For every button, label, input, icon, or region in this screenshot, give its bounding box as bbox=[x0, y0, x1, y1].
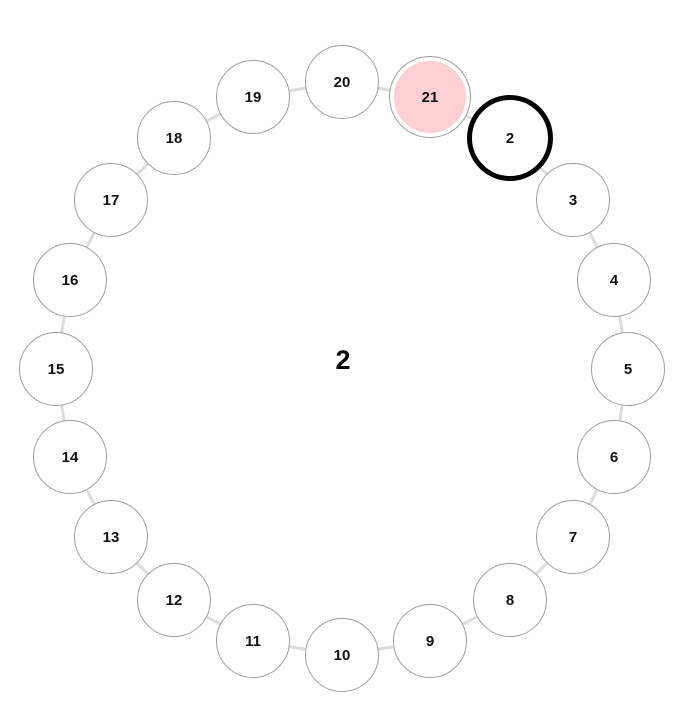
node[interactable]: 8 bbox=[473, 563, 547, 637]
node[interactable]: 4 bbox=[577, 243, 651, 317]
node-label: 14 bbox=[61, 448, 79, 466]
node[interactable]: 5 bbox=[591, 332, 665, 406]
node[interactable]: 20 bbox=[305, 45, 379, 119]
node-label: 18 bbox=[165, 129, 183, 147]
node[interactable]: 16 bbox=[33, 243, 107, 317]
node-label: 10 bbox=[333, 646, 351, 664]
node-current[interactable]: 2 bbox=[467, 95, 553, 181]
node-label: 17 bbox=[102, 191, 120, 209]
node[interactable]: 7 bbox=[536, 500, 610, 574]
center-value: 2 bbox=[335, 345, 351, 375]
node-label: 13 bbox=[102, 528, 120, 546]
node-label: 3 bbox=[568, 191, 578, 209]
node-label: 19 bbox=[244, 88, 262, 106]
node[interactable]: 12 bbox=[137, 563, 211, 637]
node[interactable]: 19 bbox=[216, 60, 290, 134]
node-label: 9 bbox=[425, 632, 435, 650]
node[interactable]: 17 bbox=[74, 163, 148, 237]
node-label: 11 bbox=[245, 632, 261, 650]
node-label: 12 bbox=[165, 591, 183, 609]
node[interactable]: 18 bbox=[137, 101, 211, 175]
node-label: 2 bbox=[505, 129, 515, 147]
node-label: 16 bbox=[61, 271, 79, 289]
node[interactable]: 13 bbox=[74, 500, 148, 574]
node-label: 20 bbox=[333, 73, 351, 91]
node[interactable]: 10 bbox=[305, 618, 379, 692]
node[interactable]: 3 bbox=[536, 163, 610, 237]
node[interactable]: 14 bbox=[33, 420, 107, 494]
node[interactable]: 6 bbox=[577, 420, 651, 494]
node[interactable]: 15 bbox=[19, 332, 93, 406]
node-label: 15 bbox=[47, 360, 65, 378]
node-label: 6 bbox=[609, 448, 619, 466]
node-label: 5 bbox=[623, 360, 633, 378]
node[interactable]: 9 bbox=[393, 604, 467, 678]
node-label: 21 bbox=[421, 88, 439, 106]
node-label: 7 bbox=[568, 528, 578, 546]
node-label: 8 bbox=[505, 591, 515, 609]
node-highlighted[interactable]: 21 bbox=[393, 60, 467, 134]
node[interactable]: 11 bbox=[216, 604, 290, 678]
node-label: 4 bbox=[609, 271, 619, 289]
